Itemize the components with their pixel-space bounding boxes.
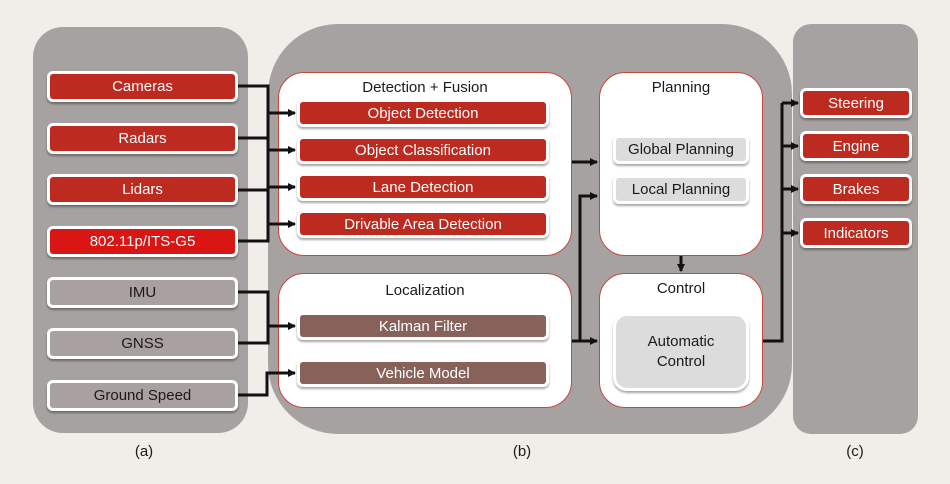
block-title: Control xyxy=(656,280,706,297)
block-title: Localization xyxy=(385,282,465,299)
sensor-label: Lidars xyxy=(122,181,163,198)
item-local-planning: Local Planning xyxy=(613,175,749,204)
sensor-label: 802.11p/ITS-G5 xyxy=(89,233,196,250)
actuator-steering: Steering xyxy=(800,88,912,118)
actuator-label: Steering xyxy=(828,94,884,112)
sensor-imu: IMU xyxy=(47,277,238,308)
sensor-lidars: Lidars xyxy=(47,174,238,205)
actuator-engine: Engine xyxy=(800,131,912,161)
sensor-ground-speed: Ground Speed xyxy=(47,380,238,411)
sensor-label: GNSS xyxy=(121,335,164,352)
arrow-to-vehicle-model xyxy=(238,369,296,397)
item-label: Vehicle Model xyxy=(376,364,470,382)
block-title: Detection + Fusion xyxy=(362,79,488,96)
block-title: Planning xyxy=(651,79,711,96)
item-label: Object Classification xyxy=(355,141,491,159)
item-kalman-filter: Kalman Filter xyxy=(297,312,549,340)
item-global-planning: Global Planning xyxy=(613,135,749,164)
wire-control-bus xyxy=(763,103,784,343)
item-automatic-control: Automatic Control xyxy=(613,313,749,391)
item-label: Local Planning xyxy=(631,181,731,198)
sensor-label: IMU xyxy=(128,284,157,301)
item-object-classification: Object Classification xyxy=(297,136,549,164)
wire-sensor-bus xyxy=(238,84,270,243)
sensor-gnss: GNSS xyxy=(47,328,238,359)
item-label: Object Detection xyxy=(367,104,479,122)
sensor-radars: Radars xyxy=(47,123,238,154)
actuator-brakes: Brakes xyxy=(800,174,912,204)
caption-c: (c) xyxy=(846,443,864,460)
sensor-label: Cameras xyxy=(112,78,173,95)
item-vehicle-model: Vehicle Model xyxy=(297,359,549,387)
wire-imu-gnss xyxy=(238,290,270,345)
arrow-localization-to-planning xyxy=(578,192,598,341)
caption-a: (a) xyxy=(134,443,154,460)
item-drivable-area-detection: Drivable Area Detection xyxy=(297,210,549,238)
block-planning: Planning xyxy=(599,72,763,256)
item-object-detection: Object Detection xyxy=(297,99,549,127)
actuator-label: Engine xyxy=(832,137,880,155)
item-lane-detection: Lane Detection xyxy=(297,173,549,201)
actuator-label: Indicators xyxy=(823,224,889,242)
actuator-indicators: Indicators xyxy=(800,218,912,248)
sensor-label: Ground Speed xyxy=(93,387,192,404)
sensor-cameras: Cameras xyxy=(47,71,238,102)
item-label: Drivable Area Detection xyxy=(344,215,502,233)
sensor-v2x: 802.11p/ITS-G5 xyxy=(47,226,238,257)
sensor-label: Radars xyxy=(118,130,167,147)
item-label: Automatic Control xyxy=(647,333,715,370)
caption-b: (b) xyxy=(512,443,532,460)
item-label: Lane Detection xyxy=(372,178,474,196)
item-label: Global Planning xyxy=(628,141,734,158)
item-label: Kalman Filter xyxy=(378,317,468,335)
actuator-label: Brakes xyxy=(832,180,880,198)
